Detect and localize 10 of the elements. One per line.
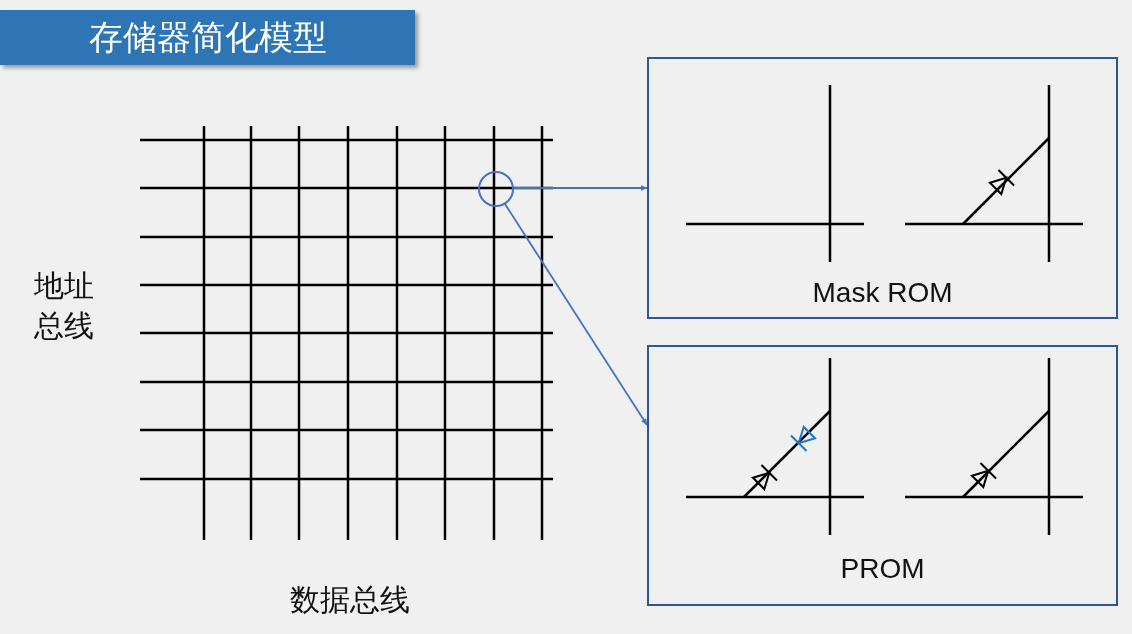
arrow [504, 203, 648, 426]
arrow [513, 185, 648, 191]
bus-label: 地址总线 [33, 267, 95, 345]
bus-label: 数据总线 [289, 581, 411, 619]
panel-label: PROM [839, 553, 926, 585]
panel-box [647, 57, 1118, 319]
highlight-circle [478, 171, 514, 207]
panel-label: Mask ROM [811, 277, 954, 309]
panel-box [647, 345, 1118, 606]
title-banner: 存储器简化模型 [0, 10, 415, 65]
